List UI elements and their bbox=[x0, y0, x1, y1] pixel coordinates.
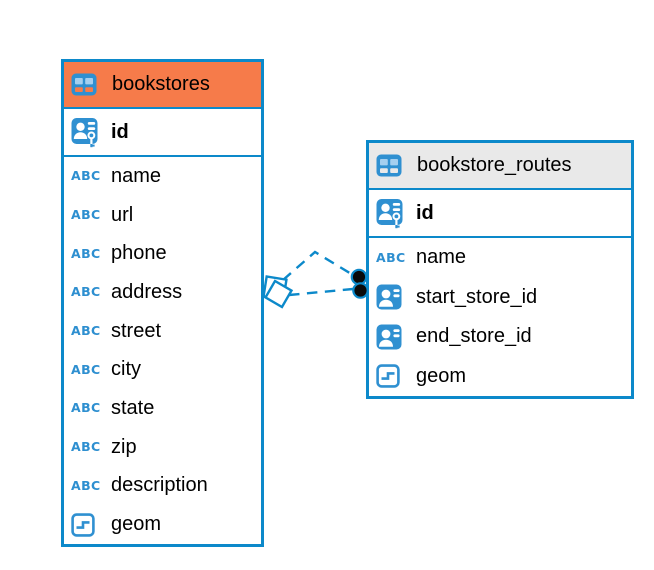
relationship-endpoint-dot bbox=[350, 268, 368, 286]
table-row[interactable]: geom bbox=[64, 505, 261, 544]
table-icon bbox=[376, 154, 409, 177]
table-icon bbox=[71, 73, 104, 96]
column-name: city bbox=[111, 358, 141, 381]
text-icon: ABC bbox=[71, 206, 101, 222]
table-row[interactable]: ABC url bbox=[64, 196, 261, 235]
table-row[interactable]: ABC address bbox=[64, 273, 261, 312]
text-icon: ABC bbox=[71, 400, 101, 416]
relationship-line bbox=[288, 287, 354, 297]
table-row[interactable]: ABC phone bbox=[64, 234, 261, 273]
text-icon: ABC bbox=[376, 249, 406, 265]
column-name: url bbox=[111, 203, 134, 226]
primary-key-icon bbox=[376, 198, 409, 229]
text-icon: ABC bbox=[71, 322, 101, 338]
column-name: end_store_id bbox=[416, 325, 532, 348]
text-icon: ABC bbox=[71, 439, 101, 455]
column-name: id bbox=[111, 120, 129, 143]
table-row[interactable]: ABC name bbox=[369, 238, 631, 278]
column-name: street bbox=[111, 319, 162, 342]
column-name: zip bbox=[111, 435, 137, 458]
column-name: name bbox=[416, 246, 467, 269]
table-header[interactable]: bookstore_routes bbox=[369, 143, 631, 190]
foreign-key-icon bbox=[376, 324, 409, 350]
table-title: bookstore_routes bbox=[417, 154, 572, 176]
column-name: geom bbox=[416, 364, 467, 387]
relationship-lines[interactable] bbox=[282, 250, 354, 297]
table-row[interactable]: ABC zip bbox=[64, 428, 261, 467]
column-name: id bbox=[416, 201, 434, 224]
table-row[interactable]: id bbox=[369, 190, 631, 238]
table-title: bookstores bbox=[112, 73, 210, 95]
foreign-key-icon bbox=[376, 284, 409, 310]
table-row[interactable]: id bbox=[64, 109, 261, 157]
text-icon: ABC bbox=[71, 284, 101, 300]
column-name: state bbox=[111, 397, 155, 420]
column-name: phone bbox=[111, 242, 167, 265]
column-name: description bbox=[111, 474, 208, 497]
table-row[interactable]: geom bbox=[369, 357, 631, 397]
column-name: address bbox=[111, 280, 183, 303]
column-name: geom bbox=[111, 513, 162, 536]
text-icon: ABC bbox=[71, 245, 101, 261]
geometry-icon bbox=[71, 512, 104, 537]
primary-key-icon bbox=[71, 117, 104, 148]
table-row[interactable]: ABC name bbox=[64, 157, 261, 196]
table-row[interactable]: ABC state bbox=[64, 389, 261, 428]
table-row[interactable]: end_store_id bbox=[369, 317, 631, 357]
table-row[interactable]: ABC street bbox=[64, 312, 261, 351]
relationship-line bbox=[282, 250, 354, 281]
relationship-diamond-marker[interactable] bbox=[262, 275, 294, 309]
column-name: start_store_id bbox=[416, 285, 538, 308]
column-name: name bbox=[111, 164, 162, 187]
table-row[interactable]: ABC description bbox=[64, 467, 261, 506]
table-row[interactable]: start_store_id bbox=[369, 278, 631, 318]
table-row[interactable]: ABC city bbox=[64, 351, 261, 390]
geometry-icon bbox=[376, 364, 409, 388]
text-icon: ABC bbox=[71, 361, 101, 377]
text-icon: ABC bbox=[71, 168, 101, 184]
table-header[interactable]: bookstores bbox=[64, 62, 261, 109]
text-icon: ABC bbox=[71, 477, 101, 493]
